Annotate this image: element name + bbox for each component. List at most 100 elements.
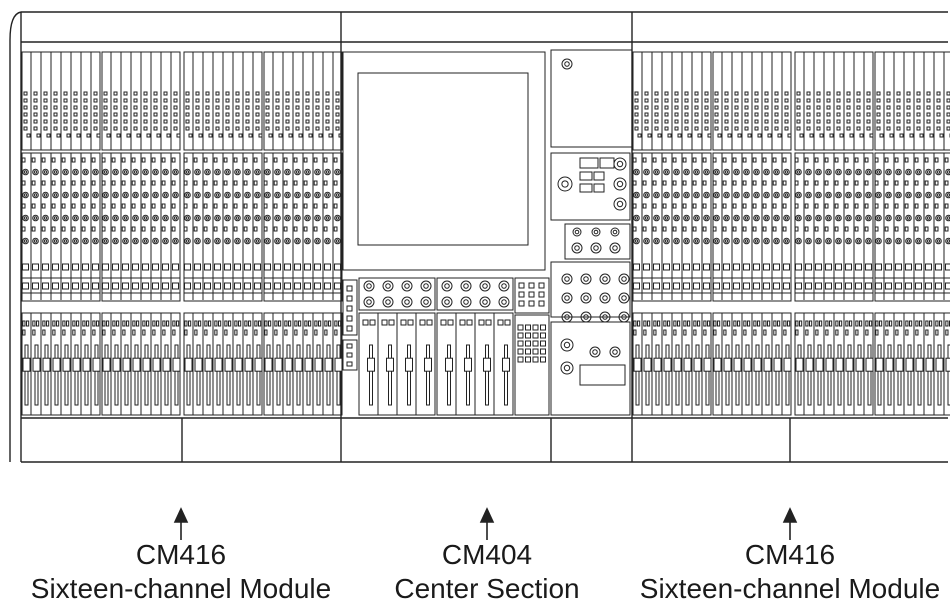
fader-cap xyxy=(805,357,814,372)
rotary-encoder xyxy=(743,168,750,176)
strip-button xyxy=(244,320,248,327)
encoder-center xyxy=(423,299,429,305)
meter-led xyxy=(744,126,749,131)
rotary-encoder xyxy=(102,237,109,245)
meter-led xyxy=(866,105,871,110)
meter-led xyxy=(113,91,118,96)
meter-led xyxy=(325,98,330,103)
meter-led xyxy=(664,105,669,110)
rotary-encoder xyxy=(773,237,780,245)
meter-led xyxy=(163,91,168,96)
select-button xyxy=(653,263,660,271)
meter-led xyxy=(644,105,649,110)
meter-led xyxy=(245,98,250,103)
rotary-encoder xyxy=(22,214,29,222)
rotary-encoder xyxy=(479,280,491,292)
rotary-encoder xyxy=(925,214,932,222)
strip-button xyxy=(815,320,819,327)
rotary-encoder xyxy=(703,191,710,199)
rotary-encoder xyxy=(132,214,139,222)
meter-led xyxy=(634,126,639,131)
strip-button xyxy=(132,329,136,336)
encoder-label-box xyxy=(834,203,839,209)
rotary-encoder xyxy=(92,214,99,222)
fader-cap xyxy=(915,357,924,372)
fader-track xyxy=(485,344,489,406)
center-module-description: Center Section xyxy=(394,573,580,604)
encoder-center xyxy=(916,239,921,243)
strip-button xyxy=(284,329,288,336)
rotary-encoder xyxy=(572,227,582,237)
encoder-center xyxy=(621,314,627,320)
meter-led xyxy=(654,126,659,131)
meter-led xyxy=(156,133,161,138)
meter-led xyxy=(195,105,200,110)
strip-button xyxy=(653,320,657,327)
meter-led xyxy=(836,112,841,117)
rotary-encoder xyxy=(763,168,770,176)
rotary-encoder xyxy=(284,237,291,245)
encoder-center xyxy=(285,193,290,197)
meter-led xyxy=(836,91,841,96)
encoder-label-box xyxy=(814,203,819,209)
fader-track xyxy=(887,344,892,406)
meter-led xyxy=(205,126,210,131)
meter-led xyxy=(816,98,821,103)
strip-button xyxy=(334,320,338,327)
fader-cap xyxy=(324,357,333,372)
transport-buttons xyxy=(579,364,626,386)
encoder-center xyxy=(103,193,108,197)
encoder-center xyxy=(93,216,98,220)
encoder-center xyxy=(634,170,639,174)
meter-led xyxy=(654,105,659,110)
strip-button xyxy=(885,320,889,327)
encoder-center xyxy=(602,295,608,301)
select-button xyxy=(895,263,902,271)
meter-led xyxy=(906,91,911,96)
strip-button xyxy=(743,320,747,327)
meter-led xyxy=(93,119,98,124)
select-button xyxy=(795,282,802,290)
select-button xyxy=(713,263,720,271)
encoder-label-box xyxy=(824,180,829,186)
encoder-center xyxy=(592,349,598,355)
strip-button xyxy=(757,320,761,327)
meter-led xyxy=(826,126,831,131)
meter-led xyxy=(704,91,709,96)
encoder-label-box xyxy=(824,157,829,163)
encoder-center xyxy=(325,193,330,197)
meter-led xyxy=(784,112,789,117)
meter-led xyxy=(46,133,51,138)
meter-led xyxy=(235,126,240,131)
rotary-encoder xyxy=(122,191,129,199)
encoder-center xyxy=(33,170,38,174)
fader-track xyxy=(785,344,790,406)
fader-track xyxy=(326,344,331,406)
encoder-center xyxy=(644,239,649,243)
meter-led xyxy=(53,119,58,124)
fader-cap xyxy=(483,357,491,372)
strip-button xyxy=(102,320,106,327)
meter-led xyxy=(268,133,273,138)
strip-button xyxy=(407,319,414,326)
encoder-center xyxy=(946,239,950,243)
encoder-center xyxy=(694,193,699,197)
rotary-encoder xyxy=(633,191,640,199)
fader-track xyxy=(164,344,169,406)
meter-led xyxy=(879,133,884,138)
encoder-center xyxy=(764,170,769,174)
keypad-key xyxy=(540,340,546,347)
meter-led xyxy=(936,112,941,117)
encoder-label-box xyxy=(854,157,859,163)
meter-led xyxy=(644,98,649,103)
encoder-label-box xyxy=(333,203,338,209)
encoder-label-box xyxy=(682,157,687,163)
meter-led xyxy=(774,112,779,117)
meter-led xyxy=(866,126,871,131)
fader-cap xyxy=(62,357,71,372)
rotary-encoder xyxy=(304,191,311,199)
encoder-label-box xyxy=(233,203,238,209)
rotary-encoder xyxy=(284,214,291,222)
strip-button xyxy=(713,320,717,327)
meter-led xyxy=(899,133,904,138)
